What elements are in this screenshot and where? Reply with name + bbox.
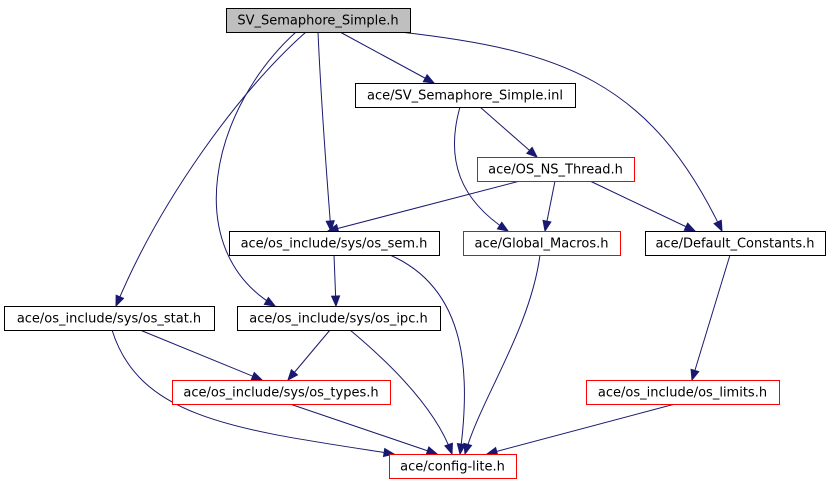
edge-line [289, 403, 438, 455]
node-box [645, 231, 826, 256]
edge-line [215, 31, 297, 307]
node-inl[interactable]: ace/SV_Semaphore_Simple.inl [355, 83, 576, 108]
edge-sem-cfg [389, 254, 467, 456]
node-osns[interactable]: ace/OS_NS_Thread.h [477, 157, 635, 182]
edge-line [339, 31, 435, 84]
node-cfg[interactable]: ace/config-lite.h [389, 454, 517, 479]
edge-limits-cfg [485, 403, 676, 456]
edge-arrowhead [496, 221, 510, 232]
edge-line [453, 106, 509, 232]
node-box [477, 157, 635, 182]
node-label: ace/os_include/sys/os_ipc.h [249, 312, 427, 327]
edge-arrowhead [115, 294, 125, 308]
node-glob[interactable]: ace/Global_Macros.h [463, 231, 621, 256]
edge-osns-glob [542, 180, 556, 233]
node-root[interactable]: SV_Semaphore_Simple.h [226, 8, 411, 33]
edge-arrowhead [683, 222, 697, 232]
edge-arrowhead [525, 146, 539, 158]
edge-arrowhead [425, 446, 439, 456]
node-defc[interactable]: ace/Default_Constants.h [645, 231, 826, 256]
edge-line [111, 329, 395, 455]
edge-arrowhead [456, 442, 467, 456]
edge-arrowhead [463, 442, 473, 456]
edge-arrowhead [330, 295, 341, 308]
node-sem[interactable]: ace/os_include/sys/os_sem.h [229, 231, 440, 256]
node-label: SV_Semaphore_Simple.h [237, 14, 398, 29]
edge-line [399, 31, 723, 232]
node-box [4, 306, 215, 331]
node-box [389, 454, 517, 479]
edge-line [464, 254, 541, 455]
edge-root-defc [399, 31, 723, 233]
node-label: ace/OS_NS_Thread.h [488, 163, 623, 178]
node-label: ace/config-lite.h [400, 460, 505, 475]
edge-line [139, 329, 263, 381]
node-label: ace/SV_Semaphore_Simple.inl [367, 89, 563, 104]
edge-line [115, 31, 307, 307]
node-box [172, 380, 391, 405]
edge-arrowhead [542, 219, 552, 233]
edge-inl-osns [479, 106, 539, 158]
edge-arrowhead [250, 371, 264, 381]
node-box [355, 83, 576, 108]
node-box [226, 8, 411, 33]
edge-arrowhead [690, 368, 700, 382]
edge-arrowhead [713, 219, 723, 233]
edge-ipc-types [287, 329, 331, 382]
edge-arrowhead [325, 220, 335, 233]
edge-arrowhead [287, 368, 299, 382]
edge-ipc-cfg [349, 329, 453, 456]
node-box [586, 380, 780, 405]
edge-root-ipc [215, 31, 297, 307]
node-box [237, 306, 441, 331]
edge-osns-defc [589, 180, 697, 232]
node-ipc[interactable]: ace/os_include/sys/os_ipc.h [237, 306, 441, 331]
edge-types-cfg [289, 403, 439, 456]
edge-inl-glob [453, 106, 510, 232]
edge-line [486, 403, 676, 455]
edge-line [389, 254, 466, 455]
node-label: ace/Global_Macros.h [475, 237, 609, 252]
edge-arrowhead [263, 296, 277, 307]
edge-line [327, 180, 521, 232]
edge-arrowhead [444, 442, 453, 456]
edges-layer [111, 31, 731, 458]
node-box [463, 231, 621, 256]
edge-arrowhead [422, 73, 436, 84]
edge-sem-ipc [330, 254, 341, 308]
node-stat[interactable]: ace/os_include/sys/os_stat.h [4, 306, 215, 331]
edge-defc-limits [690, 254, 731, 382]
edge-root-inl [339, 31, 436, 84]
node-types[interactable]: ace/os_include/sys/os_types.h [172, 380, 391, 405]
edge-line [589, 180, 696, 232]
edge-osns-sem [326, 180, 521, 233]
edge-line [317, 31, 332, 232]
edge-root-sem [317, 31, 335, 233]
edge-root-stat [115, 31, 307, 308]
node-label: ace/os_include/sys/os_sem.h [241, 237, 428, 252]
node-label: ace/os_include/os_limits.h [598, 386, 767, 401]
node-limits[interactable]: ace/os_include/os_limits.h [586, 380, 780, 405]
nodes-layer: SV_Semaphore_Simple.h ace/SV_Semaphore_Si… [4, 8, 826, 479]
node-box [229, 231, 440, 256]
node-label: ace/os_include/sys/os_stat.h [17, 312, 201, 327]
edge-line [691, 254, 731, 381]
node-label: ace/os_include/sys/os_types.h [183, 386, 378, 401]
edge-glob-cfg [463, 254, 541, 456]
edge-line [479, 106, 538, 158]
node-label: ace/Default_Constants.h [655, 237, 814, 252]
edge-line [349, 329, 453, 455]
edge-stat-types [139, 329, 264, 381]
edge-line [287, 329, 331, 381]
